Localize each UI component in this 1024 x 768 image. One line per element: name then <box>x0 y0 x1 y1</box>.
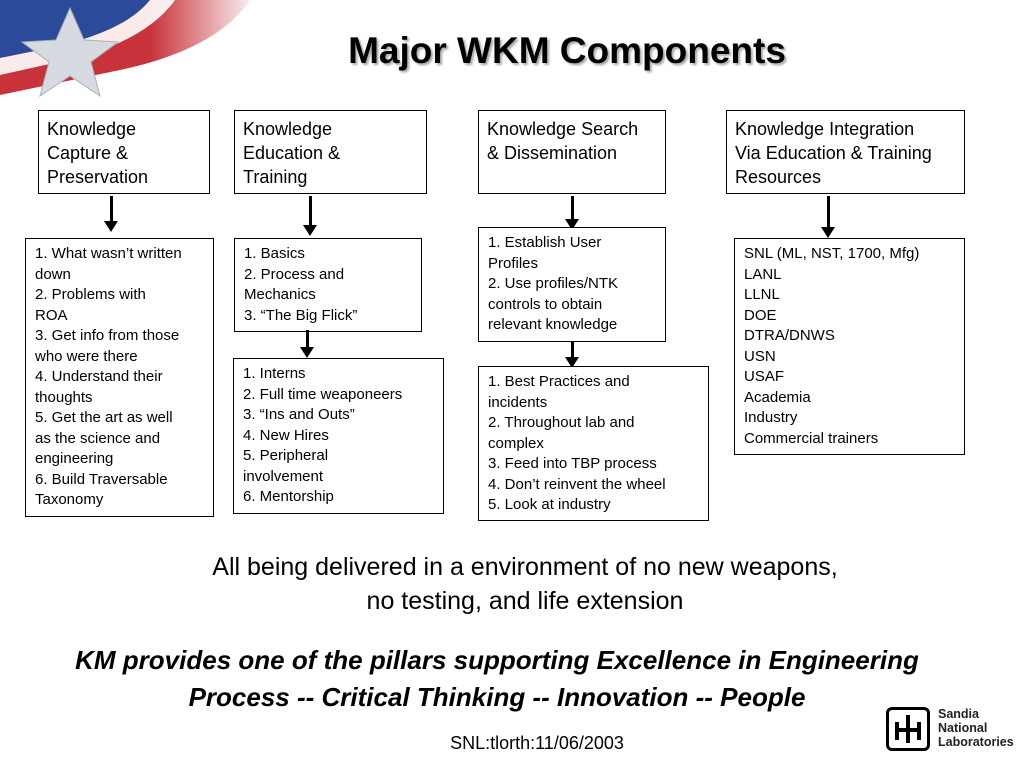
pillar-statement: KM provides one of the pillars supportin… <box>0 642 994 716</box>
arrow-down-icon <box>565 342 579 368</box>
sandia-logo-text: Sandia National Laboratories <box>938 707 1014 749</box>
slide-title: Major WKM Components <box>348 30 786 71</box>
header-box-education: Knowledge Education & Training <box>234 110 427 194</box>
arrow-down-icon <box>104 196 118 232</box>
footer-credit: SNL:tlorth:11/06/2003 <box>450 733 624 753</box>
arrow-down-icon <box>821 196 835 238</box>
caption-text: All being delivered in a environment of … <box>212 553 838 615</box>
header-box-capture: Knowledge Capture & Preservation <box>38 110 210 194</box>
pillar-line-2: Process -- Critical Thinking -- Innovati… <box>188 682 806 712</box>
pillar-line-1: KM provides one of the pillars supportin… <box>75 645 919 675</box>
list-box-resources: SNL (ML, NST, 1700, Mfg) LANL LLNL DOE D… <box>734 238 965 455</box>
sandia-logo: Sandia National Laboratories <box>886 707 1016 757</box>
list-box-capture: 1. What wasn’t written down 2. Problems … <box>25 238 214 517</box>
arrow-down-icon <box>300 330 314 358</box>
sandia-logo-icon <box>886 707 930 751</box>
list-box-profiles: 1. Establish User Profiles 2. Use profil… <box>478 227 666 342</box>
list-box-interns: 1. Interns 2. Full time weaponeers 3. “I… <box>233 358 444 514</box>
arrow-down-icon <box>303 196 317 236</box>
flag-star-decoration <box>0 0 260 120</box>
arrow-down-icon <box>565 196 579 230</box>
header-box-integration: Knowledge Integration Via Education & Tr… <box>726 110 965 194</box>
list-box-basics: 1. Basics 2. Process and Mechanics 3. “T… <box>234 238 422 332</box>
list-box-best-practices: 1. Best Practices and incidents 2. Throu… <box>478 366 709 521</box>
header-box-search: Knowledge Search & Dissemination <box>478 110 666 194</box>
